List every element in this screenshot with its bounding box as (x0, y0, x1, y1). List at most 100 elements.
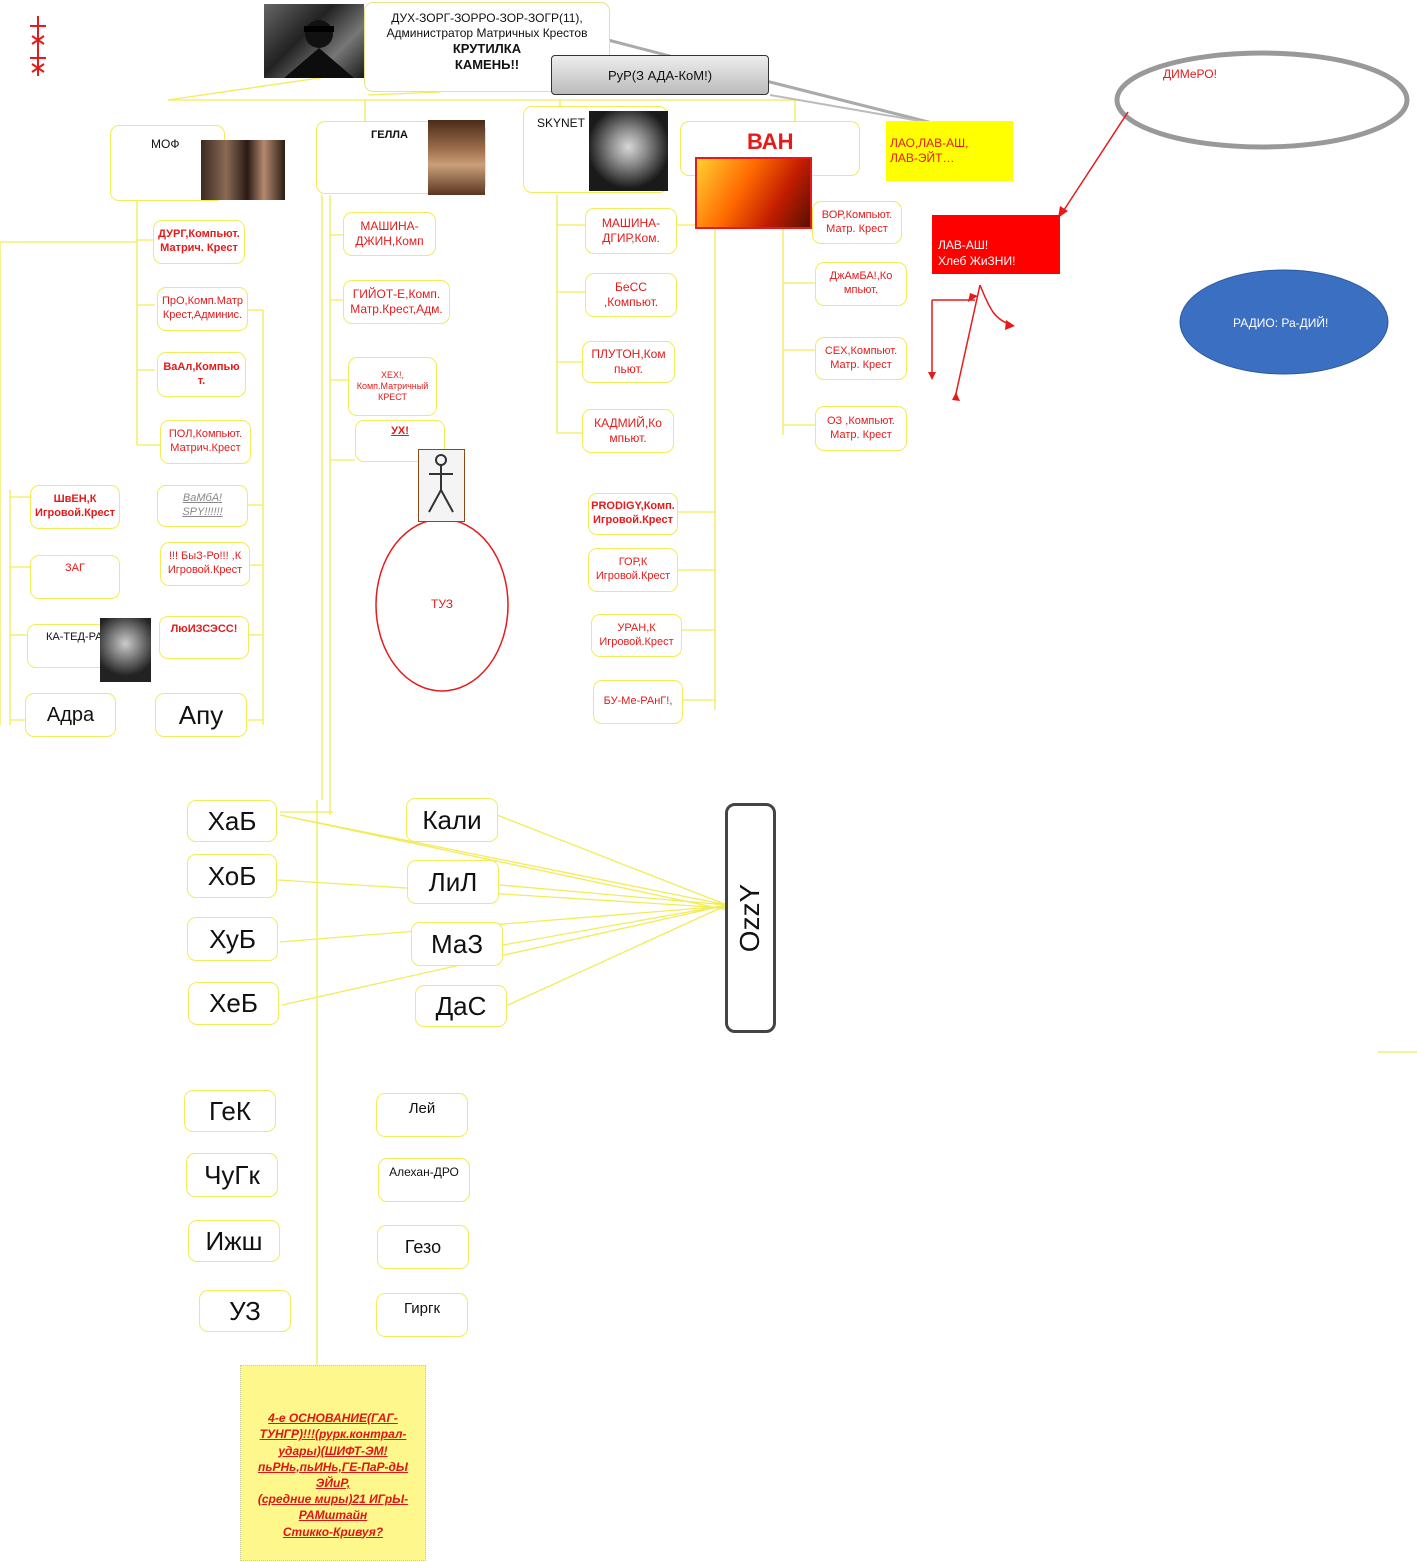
mof-child-apu-label: Апу (178, 699, 224, 730)
skynet-lower-bumerang: БУ-Ме-РАнГ!, (593, 680, 683, 724)
mof-child-lyuiz: ЛюИЗСЭСС! (159, 616, 249, 659)
node-girgk: Гиргк (376, 1293, 468, 1337)
skynet-child-kadmiy-label: КАДМИЙ,Ко мпьют. (594, 416, 662, 445)
header-line-3: КРУТИЛКА (452, 41, 522, 56)
node-kali: Кали (406, 798, 498, 842)
foundation-text: 4-е ОСНОВАНИЕ(ГАГ-ТУНГР)!!!(рурк.контрал… (257, 1411, 409, 1539)
gella-child-giyote: ГИЙОТ-Е,Комп. Матр.Крест,Адм. (343, 280, 450, 324)
node-izhsh-label: Ижш (205, 1225, 263, 1256)
foundation-note: 4-е ОСНОВАНИЕ(ГАГ-ТУНГР)!!!(рурк.контрал… (240, 1365, 426, 1561)
ozzy-box: OzzY (725, 803, 776, 1033)
header-line-1: ДУХ-ЗОРГ-ЗОРРО-ЗОР-ЗОГР(11), (391, 11, 583, 25)
node-hab: ХаБ (187, 800, 277, 842)
mof-child-lyuiz-label: ЛюИЗСЭСС! (170, 623, 238, 635)
red-cross-icon (28, 14, 48, 78)
mof-child-apu: Апу (155, 693, 247, 737)
node-gezo: Гезо (377, 1225, 469, 1269)
skynet-lower-bumerang-label: БУ-Ме-РАнГ!, (603, 695, 673, 708)
mof-child-durg-label: ДУРГ,Компьют. Матрич. Крест (158, 228, 240, 254)
node-girgk-label: Гиргк (403, 1300, 441, 1317)
mof-child-vamba-label: ВаМбА! SPY!!!!!! (182, 492, 223, 518)
skynet-lower-gor: ГОР,К Игровой.Крест (588, 548, 678, 592)
node-ley: Лей (376, 1093, 468, 1137)
node-gek-label: ГеК (209, 1095, 251, 1126)
rur-button[interactable]: РуР(З АДА-КоМ!) (551, 55, 769, 95)
node-chugk: ЧуГк (186, 1153, 278, 1197)
node-hob: ХоБ (187, 854, 277, 898)
node-maz: МаЗ (411, 922, 503, 966)
lavash-box: ЛАВ-АШ! Хлеб ЖиЗНИ! (932, 215, 1060, 274)
mof-left-shven-label: ШвЕН,К Игровой.Крест (35, 493, 115, 519)
mof-child-byzro-label: !!! БыЗ-Ро!!! ,К Игровой.Крест (167, 550, 243, 576)
karate-photo (418, 449, 465, 522)
header-line-4: КАМЕНЬ!! (454, 57, 520, 73)
mof-child-vaal-label: ВаАл,Компью т. (163, 360, 240, 387)
node-hub: ХуБ (187, 917, 278, 961)
mof-child-durg: ДУРГ,Компьют. Матрич. Крест (153, 220, 245, 264)
lao-box: ЛАО,ЛАВ-АШ, ЛАВ-ЭЙТ… (886, 121, 1013, 181)
skynet-child-pluton: ПЛУТОН,Ком пьют. (582, 341, 675, 383)
node-heb-label: ХеБ (209, 988, 258, 1019)
mof-left-adra-label: Адра (46, 703, 95, 726)
node-uz: УЗ (199, 1290, 291, 1332)
skynet-label: SKYNET (537, 116, 586, 130)
mof-photo (201, 140, 285, 200)
mof-child-byzro: !!! БыЗ-Ро!!! ,К Игровой.Крест (160, 542, 250, 586)
gella-child-mashina-label: МАШИНА- ДЖИН,Комп (355, 219, 424, 248)
van-child-sex-label: СЕХ,Компьют. Матр. Крест (824, 344, 898, 371)
mof-child-pol: ПОЛ,Компьют. Матрич.Крест (160, 420, 251, 464)
mof-child-pro: ПрО,Комп.Матр Крест,Админис. (157, 287, 248, 331)
mof-left-zag-label: ЗАГ (65, 562, 85, 574)
van-label: ВАН (747, 129, 794, 154)
gella-child-xex-label: ХЕХ!, Комп.Матричный КРЕСТ (356, 369, 429, 403)
node-hab-label: ХаБ (207, 805, 257, 836)
skynet-child-bess-label: БеСС ,Компьют. (603, 280, 659, 309)
node-kali-label: Кали (422, 804, 482, 835)
mof-child-pol-label: ПОЛ,Компьют. Матрич.Крест (168, 428, 243, 454)
node-alexandro-label: Алехан-ДРО (389, 1165, 459, 1179)
dimero-ellipse (1114, 50, 1410, 150)
mof-left-zag: ЗАГ (30, 555, 120, 599)
node-gek: ГеК (184, 1090, 276, 1132)
skynet-lower-uran-label: УРАН,К Игровой.Крест (599, 621, 674, 648)
mof-child-pro-label: ПрО,Комп.Матр Крест,Админис. (161, 295, 244, 321)
skynet-lower-prodigy-label: PRODIGY,Комп. Игровой.Крест (591, 500, 675, 526)
node-uz-label: УЗ (229, 1295, 261, 1326)
tuz-label: ТУЗ (431, 597, 453, 611)
lavash-label: ЛАВ-АШ! Хлеб ЖиЗНИ! (938, 238, 1016, 269)
van-child-jamba: ДжАмБА!,Ко мпьют. (815, 262, 907, 306)
gella-child-xex: ХЕХ!, Комп.Матричный КРЕСТ (348, 357, 437, 416)
skynet-child-kadmiy: КАДМИЙ,Ко мпьют. (582, 409, 674, 453)
mof-left-shven: ШвЕН,К Игровой.Крест (30, 485, 120, 529)
van-child-vor-label: ВОР,Компьют. Матр. Крест (821, 208, 893, 235)
skynet-child-bess: БеСС ,Компьют. (585, 273, 677, 317)
skynet-child-dgir-label: МАШИНА- ДГИР,Ком. (601, 216, 661, 245)
mof-label: МОФ (151, 137, 180, 151)
skynet-lower-gor-label: ГОР,К Игровой.Крест (595, 556, 671, 582)
radio-label: РАДИО: Ра-ДИЙ! (1233, 316, 1329, 330)
node-alexandro: Алехан-ДРО (378, 1158, 470, 1202)
mof-child-vamba: ВаМбА! SPY!!!!!! (157, 485, 248, 527)
gella-child-mashina: МАШИНА- ДЖИН,Комп (343, 212, 436, 256)
node-gezo-label: Гезо (404, 1236, 442, 1257)
header-zorg-box: ДУХ-ЗОРГ-ЗОРРО-ЗОР-ЗОГР(11), Администрат… (364, 2, 610, 92)
node-ley-label: Лей (408, 1100, 436, 1117)
radio-ellipse (1179, 269, 1389, 375)
node-das: ДаС (415, 985, 507, 1027)
node-das-label: ДаС (435, 990, 487, 1021)
dimero-label: ДИМеРО! (1163, 67, 1217, 81)
header-line-2: Администратор Матричных Крестов (386, 26, 588, 40)
ozzy-label: OzzY (734, 883, 766, 953)
van-child-oz-label: ОЗ ,Компьют. Матр. Крест (827, 414, 895, 441)
node-lil-label: ЛиЛ (428, 866, 478, 897)
gella-child-giyote-label: ГИЙОТ-Е,Комп. Матр.Крест,Адм. (350, 287, 443, 316)
gella-child-ux-label: УХ! (391, 425, 409, 437)
node-izhsh: Ижш (188, 1220, 280, 1262)
zorro-photo (264, 4, 364, 78)
skynet-photo (589, 111, 668, 191)
gella-label: ГЕЛЛА (371, 129, 408, 141)
skynet-lower-uran: УРАН,К Игровой.Крест (591, 614, 682, 657)
mof-child-vaal: ВаАл,Компью т. (157, 352, 246, 397)
van-child-vor: ВОР,Компьют. Матр. Крест (812, 201, 902, 244)
